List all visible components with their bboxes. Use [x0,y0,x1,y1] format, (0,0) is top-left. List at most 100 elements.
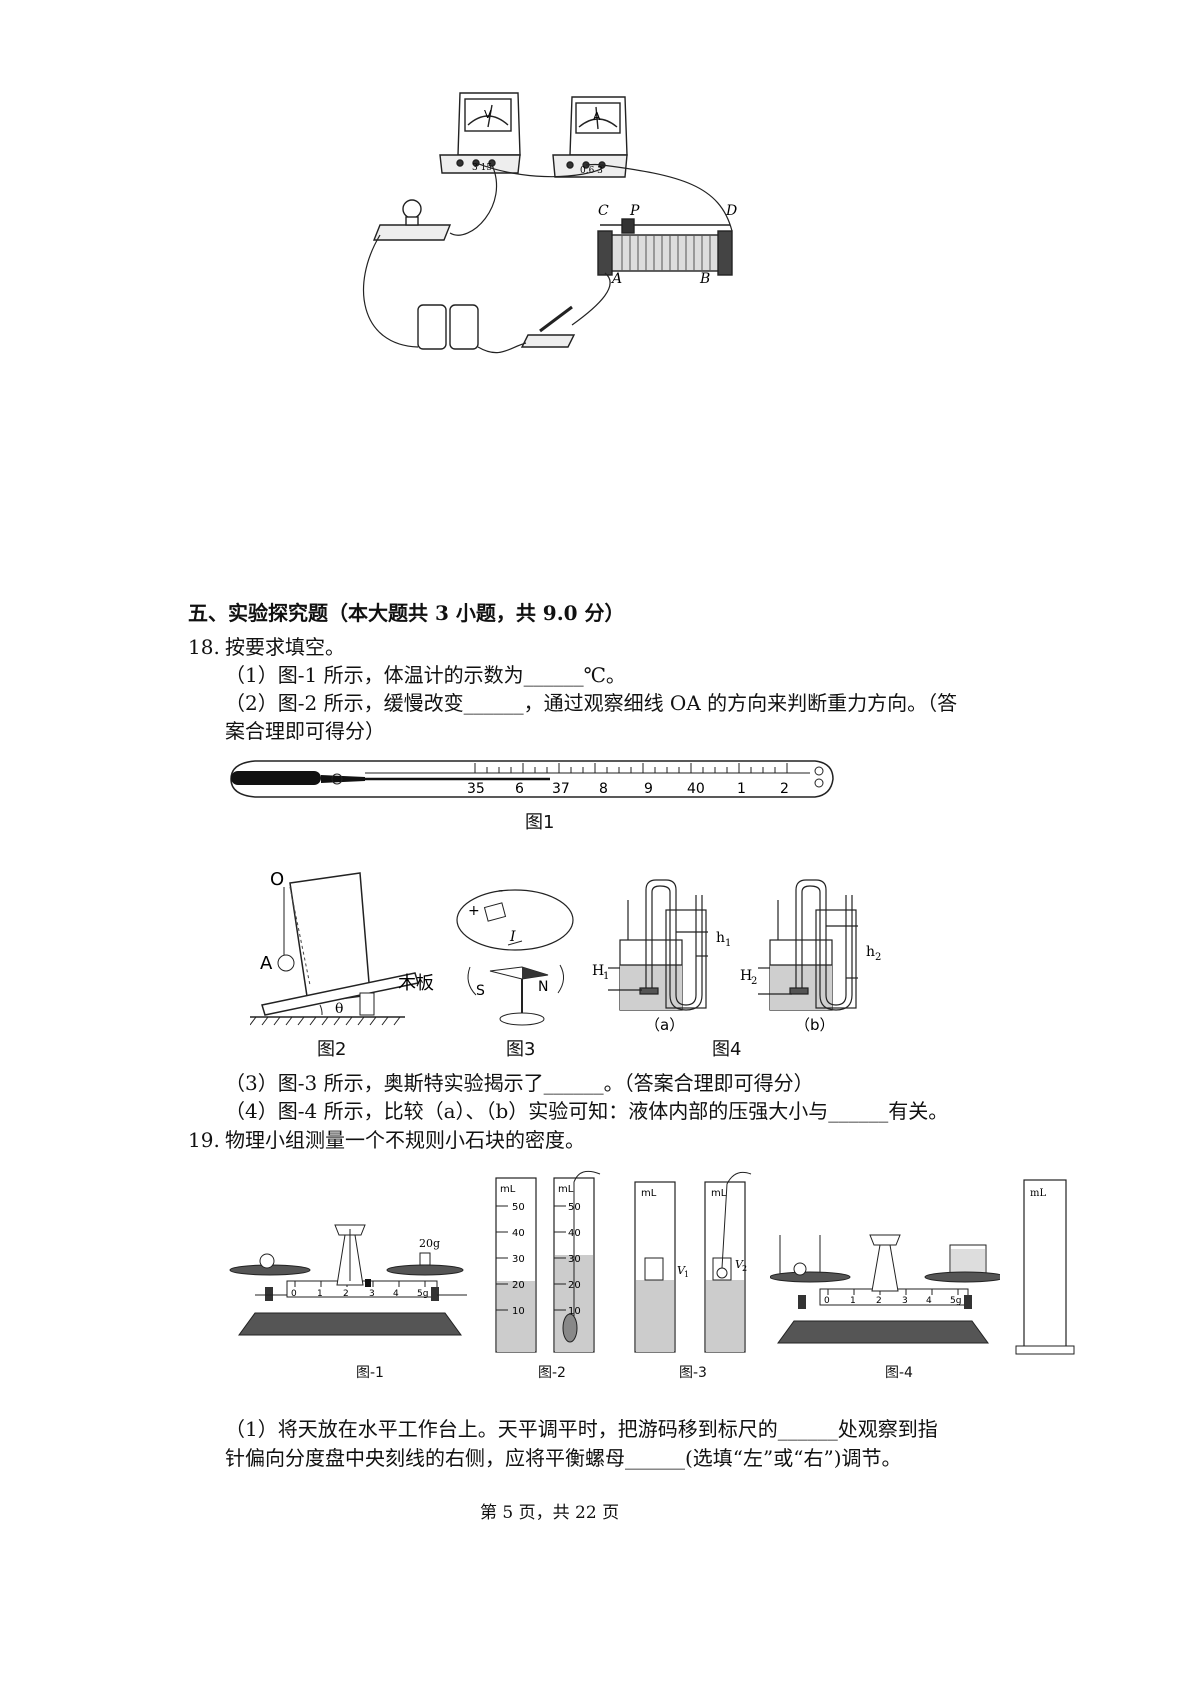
cylinder-tick: 50 [512,1202,525,1213]
height-label: h [866,944,875,960]
volume-label-sub: 1 [684,1270,689,1279]
rheostat-label-a: A [610,271,622,287]
figure-caption: 图4 [712,1039,742,1060]
oersted-figure: + - I S N [456,883,574,1026]
thermometer-tick: 40 [687,781,705,797]
rheostat-label-b: B [699,271,710,287]
scale-number: 3 [369,1289,375,1299]
battery-minus: - [498,883,503,899]
section-heading: 五、实验探究题（本大题共 3 小题，共 9.0 分） [188,601,625,625]
cylinder-tick: 10 [568,1306,581,1317]
thermometer-tick: 8 [599,781,608,797]
pole-label: N [538,979,548,995]
ammeter-terminals: 0.6 3 [580,166,603,176]
question-part: （1）将天放在水平工作台上。天平调平时，把游码移到标尺的______处观察到指 [225,1417,938,1441]
depth-label-sub: 2 [751,976,757,987]
thermometer-tick: 37 [552,781,570,797]
point-label: O [270,869,284,890]
question-part: 案合理即可得分） [225,719,385,743]
scale-number: 1 [317,1289,323,1299]
depth-label: H [740,968,752,984]
figure-caption: 图-3 [679,1365,707,1381]
cylinder-tick: 30 [568,1254,581,1265]
height-label-sub: 1 [725,938,731,949]
cylinder-volume-figure: mL mL V 1 V 2 [634,1171,752,1353]
question-part: （3）图-3 所示，奥斯特实验揭示了______。（答案合理即可得分） [225,1071,814,1095]
scale-number: 5g [417,1289,428,1299]
cylinder-tick: 10 [512,1306,525,1317]
balance-beaker-figure: 0 1 2 3 4 5g [770,1234,1000,1344]
scale-number: 3 [902,1296,908,1306]
rheostat-icon [597,218,733,276]
balance-figure: 20g 0 1 2 3 4 5g [229,1224,467,1336]
question-number: 18. [188,635,220,659]
cylinder-tick: 20 [568,1280,581,1291]
voltmeter-terminals: 3 15 [472,163,492,173]
question-part: （4）图-4 所示，比较（a）、（b）实验可知：液体内部的压强大小与______… [225,1099,949,1123]
board-label: 木板 [398,973,434,994]
cylinder-unit: mL [711,1188,727,1199]
question-stem: 按要求填空。 [225,635,345,659]
depth-label-sub: 1 [603,971,609,982]
ammeter-icon [552,96,628,178]
ammeter-label: A [593,110,601,123]
cylinder-unit: mL [558,1184,574,1195]
figure-caption: 图2 [317,1039,347,1060]
plumb-line-figure: O A θ 木板 [250,869,434,1026]
current-label: I [509,929,516,945]
figure-caption: 图3 [506,1039,536,1060]
scale-number: 4 [926,1296,932,1306]
voltmeter-icon [439,92,521,174]
figure-caption: 图-1 [356,1365,384,1381]
empty-cylinder-figure: mL [1015,1179,1075,1355]
figure-caption: 图-2 [538,1365,566,1381]
scale-number: 5g [950,1296,961,1306]
subfigure-label: （b） [795,1016,835,1034]
question-part: （2）图-2 所示，缓慢改变______，通过观察细线 OA 的方向来判断重力方… [225,691,958,715]
rheostat-label-p: P [629,203,640,219]
cylinder-tick: 40 [568,1228,581,1239]
thermometer-tick: 6 [515,781,524,797]
pole-label: S [476,983,485,999]
scale-number: 0 [291,1289,297,1299]
scale-number: 1 [850,1296,856,1306]
cylinder-pair-figure: mL 50 40 30 20 10 mL 50 40 30 20 10 [495,1170,601,1353]
scale-number: 2 [343,1289,349,1299]
cylinder-tick: 20 [512,1280,525,1291]
cylinder-tick: 40 [512,1228,525,1239]
battery-plus: + [468,903,480,919]
scale-number: 2 [876,1296,882,1306]
switch-icon [520,305,576,348]
figure-caption: 图1 [525,812,555,833]
question-part: 针偏向分度盘中央刻线的右侧，应将平衡螺母______(选填“左”或“右”)调节。 [225,1446,902,1470]
volume-label-sub: 2 [742,1264,747,1273]
bulb-icon [372,199,452,241]
voltmeter-label: V [484,108,492,121]
scale-number: 0 [824,1296,830,1306]
subfigure-label: （a） [645,1016,684,1034]
wire [362,162,733,354]
rheostat-label-c: C [598,203,609,219]
rheostat-label-d: D [725,203,737,219]
thermometer-tick: 1 [737,781,746,797]
height-label-sub: 2 [875,952,881,963]
scale-number: 4 [393,1289,399,1299]
circuit-diagram: V 3 15 A 0.6 3 C P D A [362,92,737,354]
cylinder-tick: 50 [568,1202,581,1213]
cylinder-unit: mL [641,1188,657,1199]
depth-label: H [592,963,604,979]
question-stem: 物理小组测量一个不规则小石块的密度。 [225,1128,585,1152]
cylinder-unit: mL [1030,1188,1046,1199]
liquid-pressure-figure: h 1 H 1 （a） h 2 H 2 （b） [592,879,881,1034]
question-number: 19. [188,1128,220,1152]
cylinder-unit: mL [500,1184,516,1195]
question-part: （1）图-1 所示，体温计的示数为______℃。 [225,663,626,687]
figure-caption: 图-4 [885,1365,913,1381]
thermometer-tick: 2 [780,781,789,797]
thermometer-figure: 35 6 37 8 9 40 1 2 [230,760,834,798]
angle-label: θ [335,1001,343,1017]
point-label: A [260,953,273,974]
cylinder-tick: 30 [512,1254,525,1265]
weight-label: 20g [419,1237,440,1250]
battery-icon [417,304,479,350]
